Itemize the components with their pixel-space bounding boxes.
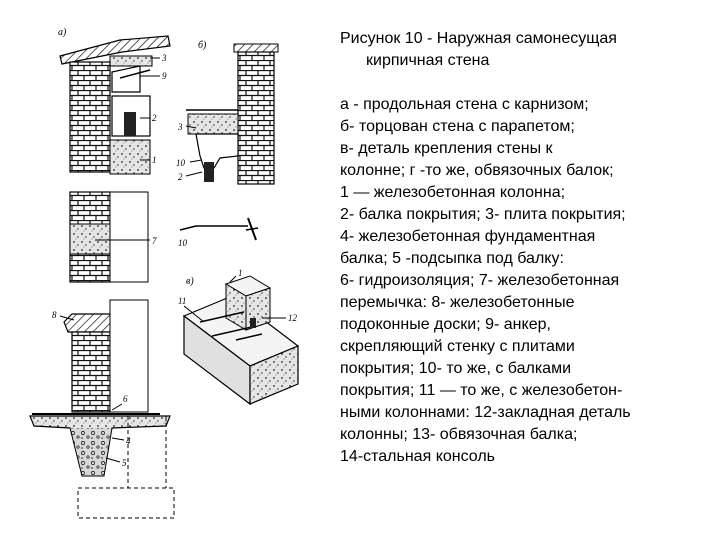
legend-line: покрытия; 11 — то же, с железобетон- <box>340 382 623 399</box>
legend-line: 1 — железобетонная колонна; <box>340 184 566 201</box>
sand-fill <box>69 427 113 477</box>
roof-plate-b <box>187 113 239 135</box>
callout-2b: 2 <box>178 172 183 182</box>
legend-line: 6- гидроизоляция; 7- железобетонная <box>340 272 620 289</box>
legend-line: перемычка: 8- железобетонные <box>340 294 575 311</box>
callout-2a: 2 <box>152 113 157 123</box>
roof-beam-b <box>195 133 239 169</box>
callout-1a: 1 <box>152 155 157 165</box>
view-a-longitudinal-wall: а) 3 9 2 1 7 8 <box>29 27 175 519</box>
view-label-b: б) <box>198 40 207 51</box>
view-b-end-wall-parapet: б) 3 10 2 10 <box>176 40 279 248</box>
callout-1v: 1 <box>238 268 243 278</box>
rc-lintel <box>69 223 111 255</box>
footing-outline <box>77 487 175 519</box>
legend-line: колонне; г -то же, обвязочных балок; <box>340 162 614 179</box>
parapet-coping <box>233 43 279 53</box>
cornice-slab <box>59 35 171 65</box>
anchor <box>111 65 141 93</box>
callout-10a: 10 <box>176 158 186 168</box>
legend-line: 2- балка покрытия; 3- плита покрытия; <box>340 206 626 223</box>
callout-3b: 3 <box>177 122 183 132</box>
upper-brick-wall <box>69 61 111 173</box>
legend-line: 14-стальная консоль <box>340 448 495 465</box>
parapet-brick-wall <box>237 51 275 185</box>
legend-line: 4- железобетонная фундаментная <box>340 228 596 245</box>
callout-3a: 3 <box>161 53 167 63</box>
view-label-a: а) <box>58 27 67 38</box>
figure-title-line-1: Рисунок 10 - Наружная самонесущая <box>340 30 617 47</box>
roof-plate <box>109 55 153 67</box>
wall-detail-drawing: а) 3 9 2 1 7 8 <box>29 27 300 519</box>
view-v-column-connection: в) 1 11 12 <box>178 268 300 406</box>
callout-10b: 10 <box>178 238 188 248</box>
legend-line: б- торцован стена с парапетом; <box>340 118 575 135</box>
anchor-detail <box>179 225 248 231</box>
view-label-v: в) <box>186 276 194 287</box>
wall-block-side <box>249 345 299 405</box>
figure-title-line-2: кирпичная стена <box>366 52 490 69</box>
legend-line: колонны; 13- обвязочная балка; <box>340 426 578 443</box>
legend-line: а - продольная стена с карнизом; <box>340 96 589 113</box>
callout-5: 5 <box>122 458 127 468</box>
legend-line: в- деталь крепления стены к <box>340 140 553 157</box>
callout-9: 9 <box>162 71 167 81</box>
legend-line: ными колоннами: 12-закладная деталь <box>340 404 631 421</box>
legend-line: скрепляющий стенку с плитами <box>340 338 575 355</box>
rc-column-top <box>109 139 151 175</box>
legend-line: подоконные доски; 9- анкер, <box>340 316 551 333</box>
callout-12: 12 <box>288 313 298 323</box>
figure-title: Рисунок 10 - Наружная самонесущая кирпич… <box>340 28 715 72</box>
callout-7: 7 <box>152 236 157 246</box>
callout-8: 8 <box>52 310 57 320</box>
callout-11: 11 <box>178 296 186 306</box>
column-side <box>245 287 271 331</box>
figure-caption: Рисунок 10 - Наружная самонесущая кирпич… <box>340 28 715 468</box>
legend-line: балка; 5 -подсыпка под балку: <box>340 250 564 267</box>
callout-6: 6 <box>123 394 128 404</box>
legend-line: покрытия; 10- то же, с балками <box>340 360 571 377</box>
lower-brick-wall <box>71 331 111 413</box>
rc-sill-board <box>63 313 117 333</box>
